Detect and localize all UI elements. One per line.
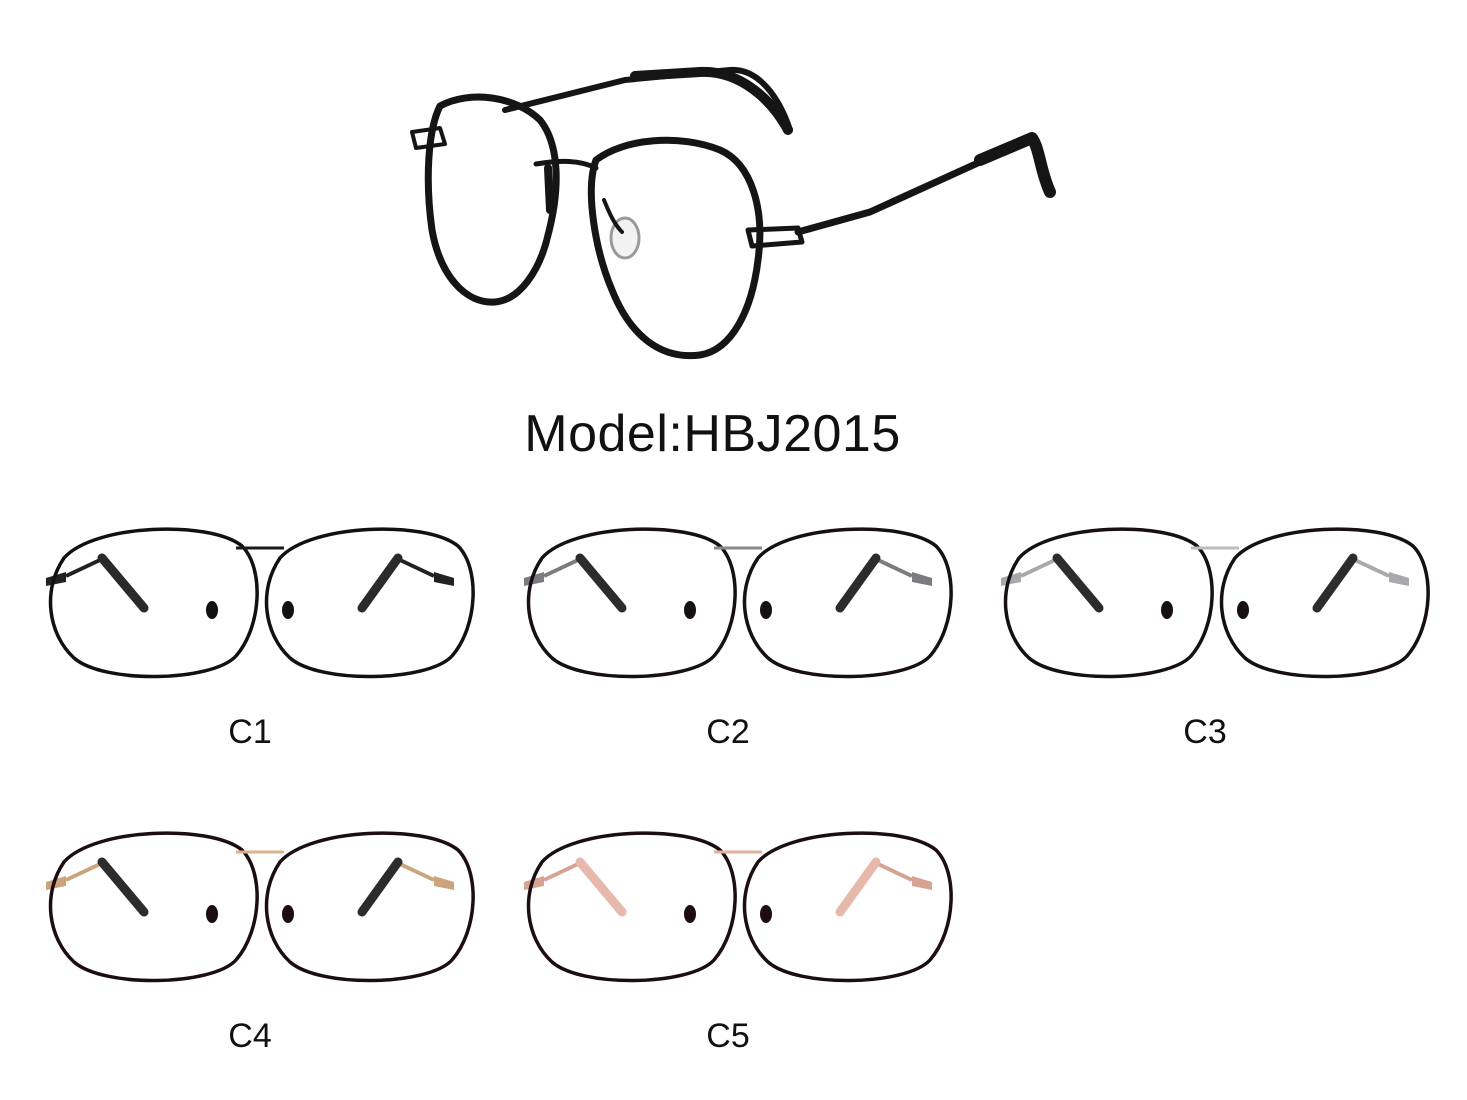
left-nose-pad — [206, 601, 218, 619]
hero-front-hinge — [745, 225, 805, 249]
left-lens-rim — [526, 831, 737, 983]
right-temple-tip — [357, 857, 403, 917]
right-temple-arm — [877, 862, 913, 882]
right-nose-pad — [282, 905, 294, 923]
hero-front-temple-tip — [974, 132, 1056, 198]
right-temple-arm — [399, 862, 435, 882]
hero-bridge-post — [544, 164, 554, 214]
variant-code-label: C4 — [228, 1017, 272, 1055]
left-temple-arm — [65, 558, 101, 578]
variant-code-label: C2 — [706, 713, 750, 751]
left-temple-arm — [543, 558, 579, 578]
glasses-front-view — [46, 527, 475, 679]
right-lens-rim — [742, 527, 953, 679]
right-nose-pad — [760, 601, 772, 619]
left-temple-tip — [97, 857, 149, 917]
right-hinge — [912, 876, 932, 890]
variant-code-label: C1 — [228, 713, 272, 751]
hero-left-lens-rim — [424, 93, 560, 306]
right-nose-pad — [1237, 601, 1249, 619]
color-variant-c3: C3 — [995, 506, 1435, 751]
right-hinge — [434, 876, 454, 890]
glasses-front-view — [46, 831, 475, 983]
right-temple-tip — [1312, 553, 1358, 613]
color-variant-c5: C5 — [518, 810, 958, 1055]
right-temple-tip — [835, 553, 881, 613]
right-temple-tip — [835, 857, 881, 917]
left-temple-arm — [65, 862, 101, 882]
left-temple-tip — [97, 553, 149, 613]
right-temple-arm — [399, 558, 435, 578]
model-title: Model:HBJ2015 — [524, 405, 901, 463]
left-lens-rim — [526, 527, 737, 679]
glasses-front-view — [524, 831, 953, 983]
left-temple-tip — [575, 553, 627, 613]
color-variant-c2: C2 — [518, 506, 958, 751]
left-lens-rim — [48, 527, 259, 679]
glasses-front-view — [524, 527, 953, 679]
variant-code-label: C3 — [1183, 713, 1227, 751]
left-lens-rim — [1003, 527, 1214, 679]
color-variant-c1: C1 — [40, 506, 480, 751]
right-hinge — [1389, 572, 1409, 586]
hero-right-lens-rim — [587, 136, 764, 360]
hero-back-temple-tip — [630, 66, 793, 135]
right-temple-arm — [877, 558, 913, 578]
right-nose-pad — [760, 905, 772, 923]
right-lens-rim — [264, 831, 475, 983]
left-nose-pad — [1161, 601, 1173, 619]
right-temple-arm — [1354, 558, 1390, 578]
right-lens-rim — [742, 831, 953, 983]
right-hinge — [434, 572, 454, 586]
right-hinge — [912, 572, 932, 586]
left-lens-rim — [48, 831, 259, 983]
right-temple-tip — [357, 553, 403, 613]
hero-pad-arm — [602, 198, 624, 234]
left-nose-pad — [684, 601, 696, 619]
left-temple-tip — [575, 857, 627, 917]
left-nose-pad — [206, 905, 218, 923]
glasses-front-view — [1001, 527, 1430, 679]
left-temple-arm — [543, 862, 579, 882]
left-temple-tip — [1052, 553, 1104, 613]
color-variant-c4: C4 — [40, 810, 480, 1055]
hero-glasses-image — [410, 66, 1056, 360]
right-lens-rim — [264, 527, 475, 679]
hero-glasses — [410, 66, 1056, 360]
right-nose-pad — [282, 601, 294, 619]
variant-code-label: C5 — [706, 1017, 750, 1055]
left-nose-pad — [684, 905, 696, 923]
left-temple-arm — [1020, 558, 1056, 578]
right-lens-rim — [1219, 527, 1430, 679]
